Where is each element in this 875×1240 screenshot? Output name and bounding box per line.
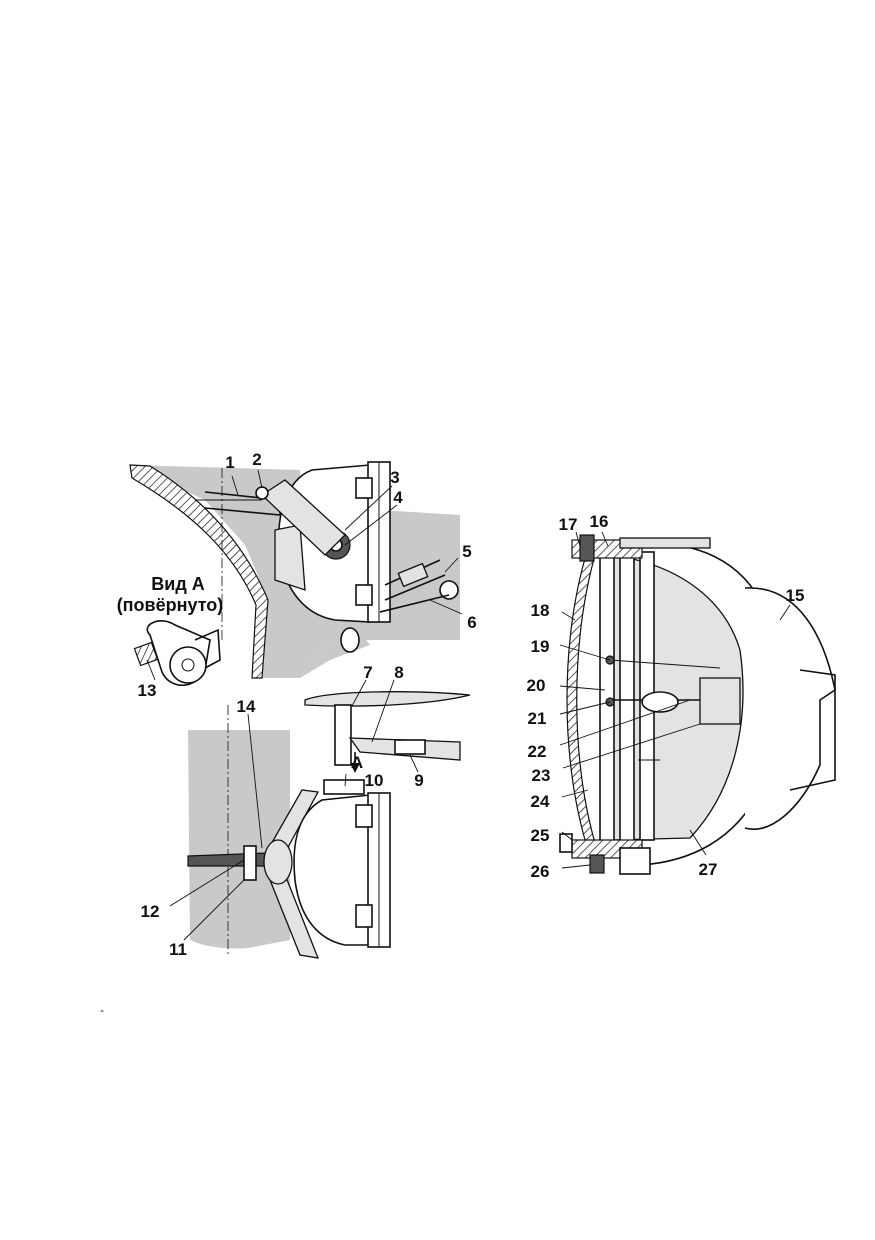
section-arrow: А	[350, 752, 363, 773]
bulb	[641, 691, 679, 713]
callout-22: 22	[528, 742, 547, 761]
section-arrow-label: А	[351, 753, 363, 772]
callout-13: 13	[138, 681, 157, 700]
headlamp-body-lower	[293, 794, 371, 946]
callout-5: 5	[462, 542, 471, 561]
fender-panel	[188, 730, 290, 949]
upper-mount-view	[129, 461, 460, 679]
callout-20: 20	[527, 676, 546, 695]
callout-25: 25	[531, 826, 550, 845]
callout-18: 18	[531, 601, 550, 620]
callout-7: 7	[363, 663, 372, 682]
callout-1: 1	[225, 453, 234, 472]
callout-27: 27	[699, 860, 718, 879]
callout-9: 9	[414, 771, 423, 790]
callout-11: 11	[169, 940, 187, 959]
leader-lines	[146, 469, 791, 941]
callout-3: 3	[390, 468, 399, 487]
callout-4: 4	[393, 488, 403, 507]
callouts: 1 2 3 4 5 6 7 8 9 10 11 12 13 14 15 16 1…	[138, 450, 805, 959]
callout-12: 12	[141, 902, 160, 921]
callout-24: 24	[531, 792, 550, 811]
pillar-section	[129, 464, 269, 679]
view-a-inset: Вид А (повёрнуто)	[117, 574, 224, 686]
callout-14: 14	[237, 697, 256, 716]
callout-8: 8	[394, 663, 403, 682]
stay-eye	[439, 580, 459, 600]
view-a-caption-line1: Вид А	[151, 574, 205, 594]
callout-10: 10	[365, 771, 384, 790]
headlamp-section-view	[559, 534, 836, 875]
callout-19: 19	[531, 637, 550, 656]
bulb-socket	[699, 677, 741, 725]
view-a-caption-line2: (повёрнуто)	[117, 595, 224, 615]
front-lens	[566, 547, 598, 851]
callout-17: 17	[559, 515, 578, 534]
callout-16: 16	[590, 512, 609, 531]
stray-mark: -	[100, 1003, 104, 1017]
lower-mount-view	[187, 691, 471, 959]
callout-26: 26	[531, 862, 550, 881]
callout-2: 2	[252, 450, 261, 469]
housing-dome	[744, 587, 836, 830]
callout-23: 23	[532, 766, 551, 785]
callout-15: 15	[786, 586, 805, 605]
callout-6: 6	[467, 613, 476, 632]
callout-21: 21	[528, 709, 547, 728]
